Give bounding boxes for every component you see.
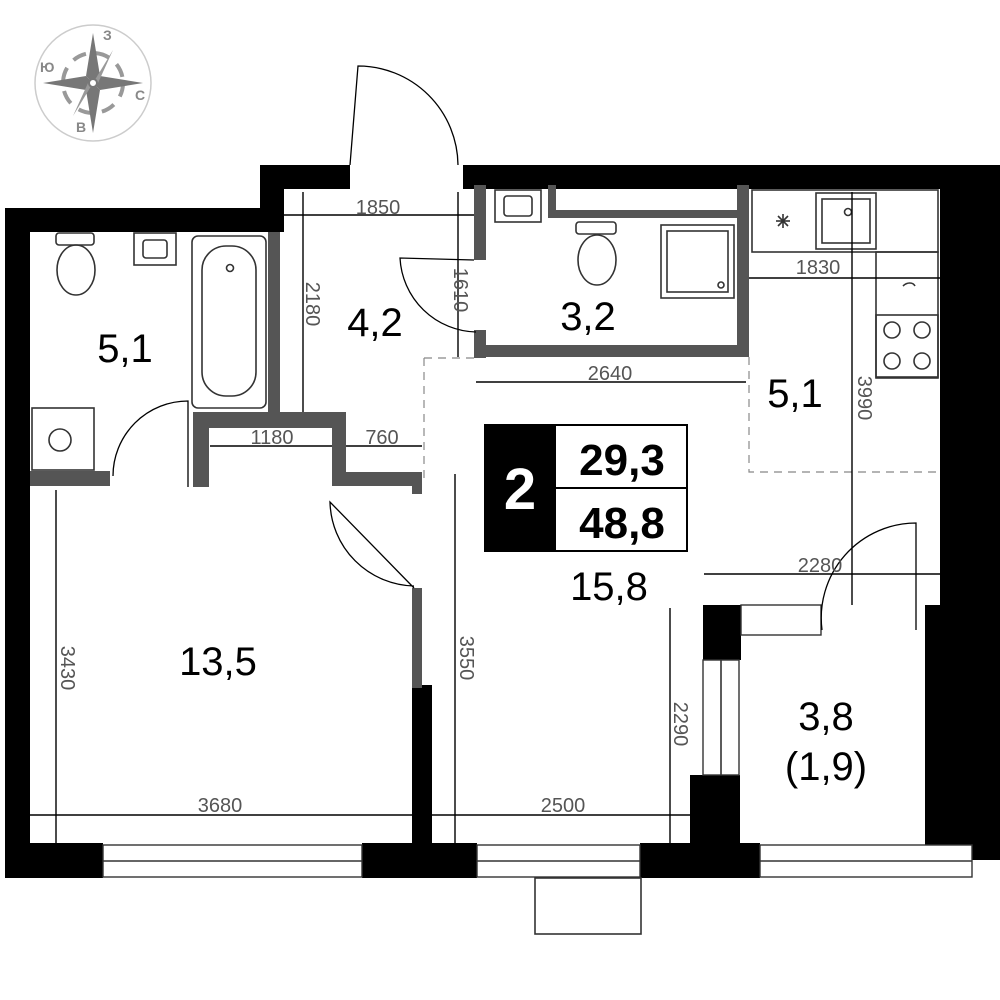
dimension-760: 760 <box>365 427 398 449</box>
living-area: 29,3 <box>579 436 665 485</box>
dimension-2640: 2640 <box>588 363 633 385</box>
doors <box>112 65 917 631</box>
dimension-3990: 3990 <box>853 376 875 421</box>
room-area-wc: 3,2 <box>560 295 616 339</box>
room-area-balcony-reduced: (1,9) <box>785 745 867 789</box>
apartment-badge: 2 29,3 48,8 <box>484 424 688 552</box>
dimension-1610: 1610 <box>449 268 471 313</box>
bathtub-icon <box>191 235 267 409</box>
room-area-living: 15,8 <box>570 565 648 609</box>
dimension-2180: 2180 <box>301 282 323 327</box>
room-area-balcony: 3,8 <box>798 695 854 739</box>
ventilation-icon <box>776 214 790 228</box>
dimension-1850: 1850 <box>356 197 401 219</box>
compass-rose-icon: З Ю С В <box>34 24 152 142</box>
sink-icon <box>494 189 542 223</box>
dimension-2280: 2280 <box>798 555 843 577</box>
washing-machine-icon <box>31 407 95 471</box>
dimension-2500: 2500 <box>541 795 586 817</box>
dimension-3550: 3550 <box>455 636 477 681</box>
stove-icon <box>875 282 939 378</box>
kitchen-counter <box>751 189 939 379</box>
room-count: 2 <box>504 457 536 522</box>
kitchen-zone-outline <box>423 357 940 480</box>
dimension-3680: 3680 <box>198 795 243 817</box>
room-area-kitchen: 5,1 <box>767 372 823 416</box>
toilet-icon <box>55 232 96 296</box>
compass-north-label: З <box>103 27 112 43</box>
room-area-bathroom: 5,1 <box>97 327 153 371</box>
windows <box>102 604 973 935</box>
room-area-bedroom: 13,5 <box>179 640 257 684</box>
sink-icon <box>133 232 177 266</box>
partition-walls <box>30 185 749 688</box>
shower-icon <box>660 224 735 299</box>
toilet-icon <box>575 221 617 286</box>
total-area: 48,8 <box>579 499 665 548</box>
compass-south-label: В <box>76 119 86 135</box>
exterior-walls <box>5 165 1000 878</box>
dimension-lines <box>30 192 940 843</box>
dimension-3430: 3430 <box>56 646 78 691</box>
room-area-hall: 4,2 <box>347 301 403 345</box>
dimension-1830: 1830 <box>796 257 841 279</box>
dimension-2290: 2290 <box>669 702 691 747</box>
compass-east-label: С <box>135 87 145 103</box>
dimension-1180: 1180 <box>250 427 293 449</box>
compass-west-label: Ю <box>40 59 54 75</box>
